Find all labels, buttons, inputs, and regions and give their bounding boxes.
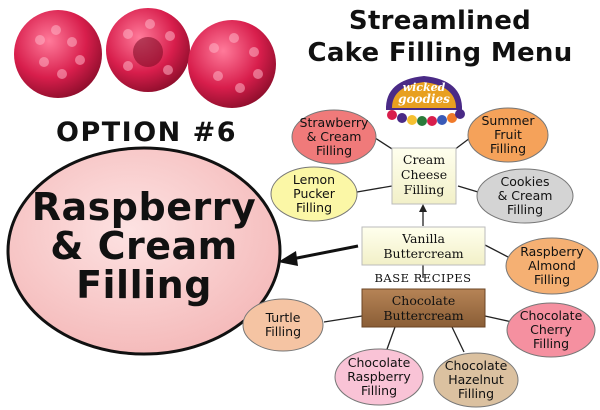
node-turtle-shape [242,298,324,352]
node-chocolate-hazelnut-shape [433,352,519,408]
node-turtle: Turtle Filling [264,310,302,339]
title-line-1: Streamlined [348,6,532,36]
raspberry-image [14,8,276,108]
connector-lines [323,135,513,353]
main-filling-label: Raspberry & Cream Filling [8,188,280,305]
node-summer: Summer Fruit Filling [481,113,535,156]
node-lemon: Lemon Pucker Filling [292,172,336,215]
node-strawberry: Strawberry & Cream Filling [299,115,369,158]
node-chocolate-cherry: Chocolate Cherry Filling [519,308,583,351]
logo-text-line-1: wicked [402,81,446,94]
node-cookies-shape [476,168,574,224]
node-cream-cheese: Cream Cheese Filling [400,152,448,197]
node-raspberry-almond: Raspberry Almond Filling [520,244,584,287]
node-chocolate-raspberry-shape [334,348,424,406]
logo-text-line-2: goodies [398,92,450,106]
option-label: OPTION #6 [56,117,238,148]
wicked-goodies-logo [385,76,465,126]
node-strawberry-shape [291,109,377,165]
main-filling-line-3: Filling [76,263,212,307]
node-chocolate-hazelnut: Chocolate Hazelnut Filling [444,358,508,401]
node-chocolate-shape [361,288,486,328]
main-filling-ellipse [6,146,282,356]
node-lemon-shape [270,166,358,222]
arrow-to-main [278,244,359,266]
node-raspberry-almond-shape [505,237,599,295]
node-cream-cheese-shape [391,147,457,205]
base-recipes-caption: BASE RECIPES [374,271,472,285]
main-filling-line-1: Raspberry [31,185,257,229]
node-chocolate: Chocolate Buttercream [383,293,464,323]
title-line-2: Cake Filling Menu [307,38,573,68]
node-vanilla: Vanilla Buttercream [383,231,464,261]
node-chocolate-cherry-shape [506,302,596,358]
node-vanilla-shape [361,226,486,266]
node-cookies: Cookies & Cream Filling [497,174,553,217]
node-summer-shape [467,107,549,163]
node-chocolate-raspberry: Chocolate Raspberry Filling [347,355,411,398]
main-filling-line-2: & Cream [50,224,238,268]
